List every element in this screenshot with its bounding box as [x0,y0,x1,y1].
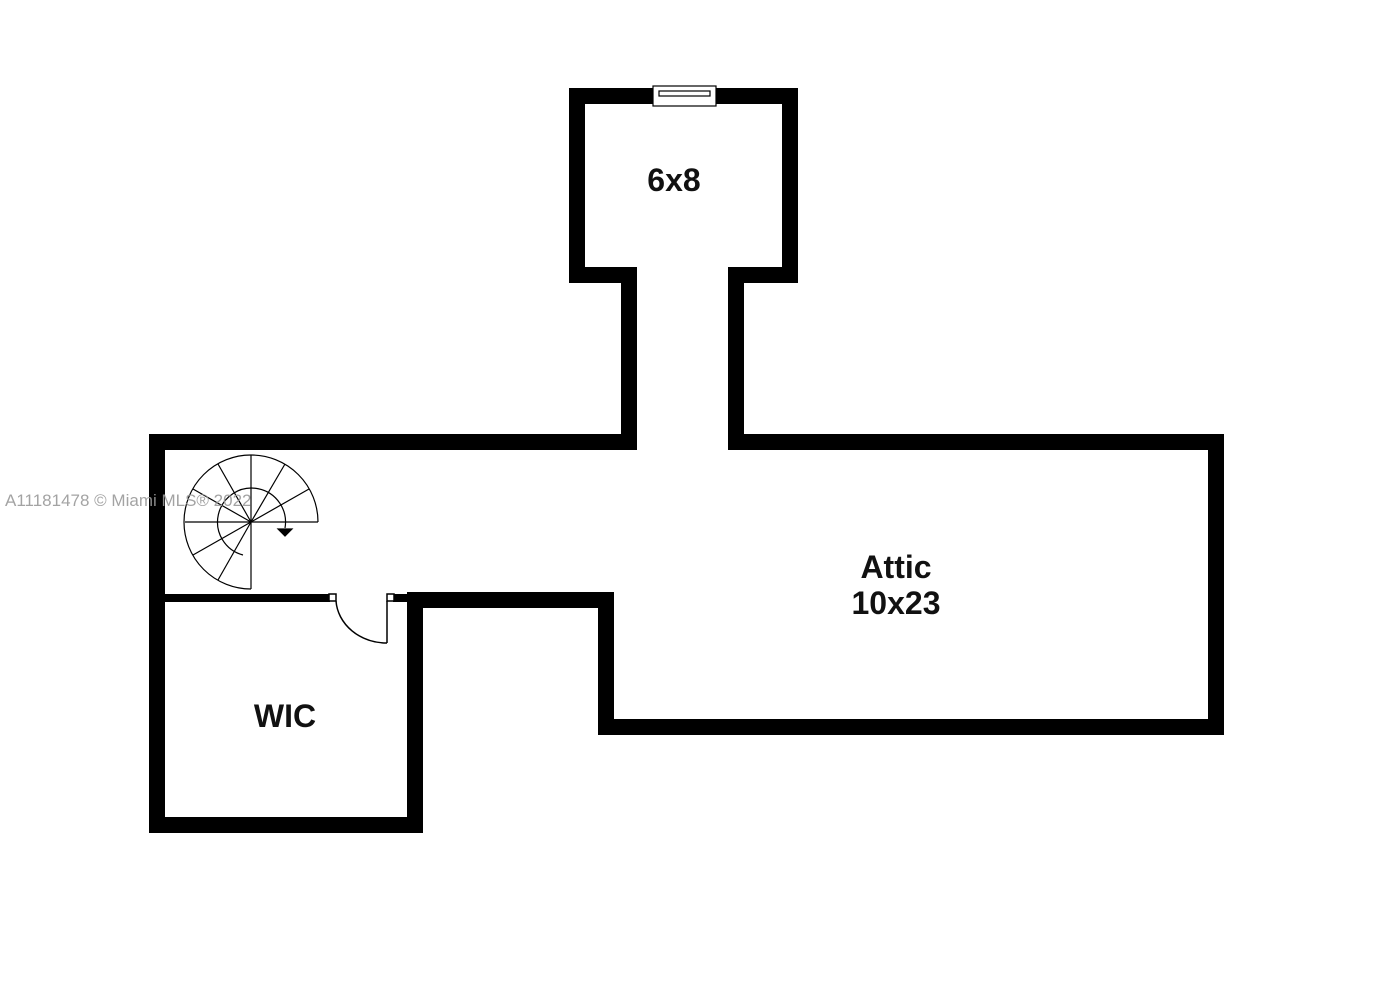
attic-wall [149,434,1224,833]
watermark: A11181478 © Miami MLS® 2022 [5,491,252,510]
tower-wall [569,88,798,450]
room-label-wic: WIC [254,698,316,734]
room-name-attic: Attic [860,549,931,585]
room-label-6x8: 6x8 [647,162,700,198]
door [328,593,395,644]
room-size-attic: 10x23 [852,585,941,621]
spiral-stairs-icon [183,454,319,590]
window [652,85,717,107]
